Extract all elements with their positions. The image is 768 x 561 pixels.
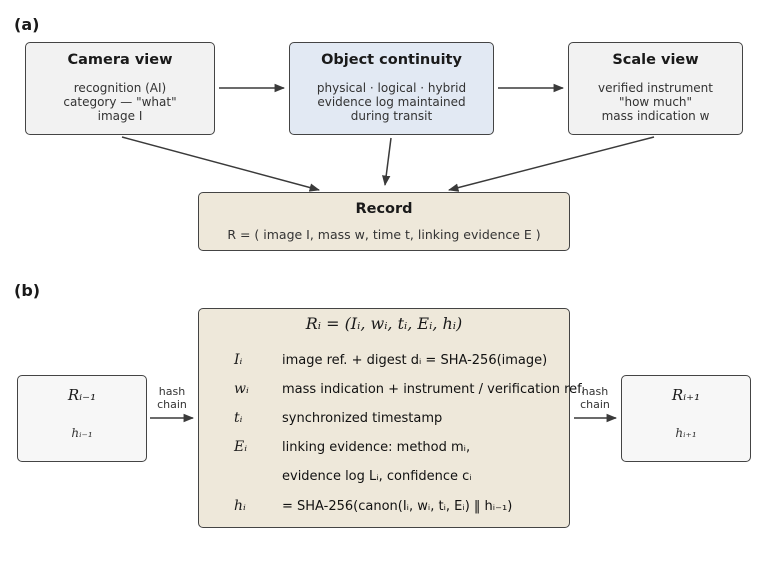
object-continuity-line-3: during transit [350, 109, 433, 123]
panel-b-label: (b) [14, 281, 41, 300]
field-symbol-time: tᵢ [234, 410, 243, 426]
next-record-label: Rᵢ₊₁ [671, 386, 701, 404]
object-continuity-box: Object continuity physical · logical · h… [289, 42, 494, 135]
prev-record-hash: hᵢ₋₁ [71, 426, 93, 440]
field-desc-mass: mass indication + instrument / verificat… [282, 382, 585, 397]
field-symbol-mass: wᵢ [234, 381, 249, 397]
record-box: Record R = ( image I, mass w, time t, li… [198, 192, 570, 251]
camera-view-box: Camera view recognition (AI) category — … [25, 42, 215, 135]
scale-view-line-3: mass indication w [601, 109, 710, 123]
field-desc-evidence: linking evidence: method mᵢ, [282, 440, 471, 455]
field-symbol-hash: hᵢ [234, 498, 246, 514]
arrow-scale-to-record [447, 136, 655, 192]
record-title: Record [355, 201, 413, 217]
field-desc-image: image ref. + digest dᵢ = SHA-256(image) [282, 353, 548, 368]
field-desc-hash: = SHA-256(canon(Iᵢ, wᵢ, tᵢ, Eᵢ) ‖ hᵢ₋₁) [282, 499, 513, 514]
next-record-hash: hᵢ₊₁ [675, 426, 697, 440]
field-desc-evidence-cont: evidence log Lᵢ, confidence cᵢ [282, 469, 472, 484]
object-continuity-title: Object continuity [321, 52, 462, 68]
object-continuity-line-2: evidence log maintained [317, 95, 466, 109]
scale-view-title: Scale view [612, 52, 699, 68]
scale-view-line-1: verified instrument [598, 81, 713, 95]
object-continuity-line-1: physical · logical · hybrid [316, 81, 467, 95]
prev-record-label: Rᵢ₋₁ [67, 386, 97, 404]
camera-view-title: Camera view [67, 52, 173, 68]
camera-view-line-2: category — "what" [63, 95, 177, 109]
scale-view-line-2: "how much" [618, 95, 693, 109]
field-symbol-image: Iᵢ [234, 352, 243, 368]
panel-a-label: (a) [14, 15, 40, 34]
record-detail-formula: Rᵢ = (Iᵢ, wᵢ, tᵢ, Eᵢ, hᵢ) [305, 314, 463, 333]
record-formula: R = ( image I, mass w, time t, linking e… [227, 227, 541, 242]
prev-record-box: Rᵢ₋₁ hᵢ₋₁ [17, 375, 147, 462]
hash-chain-label-right: hash chain [570, 385, 620, 411]
arrow-camera-to-record [121, 136, 321, 192]
scale-view-box: Scale view verified instrument "how much… [568, 42, 743, 135]
hash-chain-right-line-2: chain [580, 398, 610, 411]
camera-view-line-3: image I [97, 109, 143, 123]
record-detail-box: Rᵢ = (Iᵢ, wᵢ, tᵢ, Eᵢ, hᵢ) Iᵢ image ref. … [198, 308, 585, 528]
hash-chain-label-left: hash chain [147, 385, 197, 411]
arrow-continuity-to-record [382, 137, 392, 187]
field-desc-time: synchronized timestamp [282, 411, 443, 426]
camera-view-line-1: recognition (AI) [73, 81, 167, 95]
hash-chain-left-line-2: chain [157, 398, 187, 411]
field-symbol-evidence: Eᵢ [234, 439, 248, 455]
hash-chain-right-line-1: hash [581, 385, 609, 398]
next-record-box: Rᵢ₊₁ hᵢ₊₁ [621, 375, 751, 462]
hash-chain-left-line-1: hash [158, 385, 186, 398]
